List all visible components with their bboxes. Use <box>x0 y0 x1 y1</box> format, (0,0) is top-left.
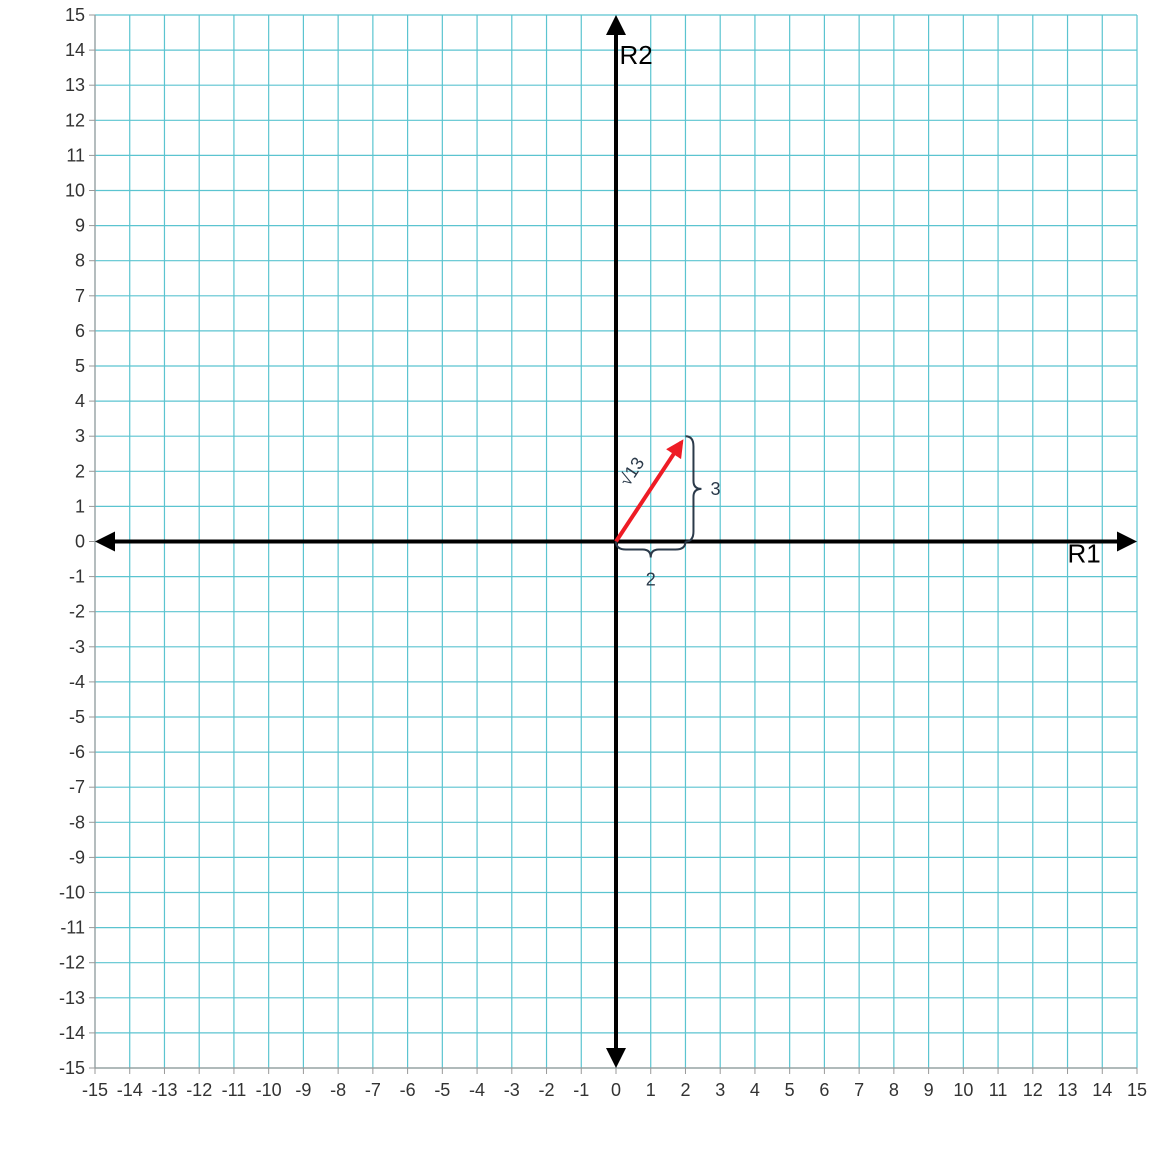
y-tick-label: -12 <box>59 953 85 973</box>
x-tick-label: 0 <box>611 1080 621 1100</box>
x-tick-label: 15 <box>1127 1080 1147 1100</box>
x-tick-label: -10 <box>256 1080 282 1100</box>
y-tick-label: 8 <box>75 251 85 271</box>
x-tick-label: -8 <box>330 1080 346 1100</box>
y-tick-label: -3 <box>69 637 85 657</box>
y-axis-label: R2 <box>619 40 652 70</box>
x-tick-label: 12 <box>1023 1080 1043 1100</box>
x-tick-label: 1 <box>646 1080 656 1100</box>
y-tick-label: -5 <box>69 707 85 727</box>
y-tick-label: -4 <box>69 672 85 692</box>
x-tick-label: 14 <box>1092 1080 1112 1100</box>
magnitude-label: √13 <box>615 454 648 490</box>
y-tick-label: -13 <box>59 988 85 1008</box>
y-tick-label: -1 <box>69 567 85 587</box>
x-tick-label: 13 <box>1058 1080 1078 1100</box>
y-tick-label: 4 <box>75 391 85 411</box>
x-tick-label: 10 <box>953 1080 973 1100</box>
y-tick-label: 12 <box>65 110 85 130</box>
y-tick-label: -10 <box>59 883 85 903</box>
y-tick-label: -15 <box>59 1058 85 1078</box>
x-tick-label: -3 <box>504 1080 520 1100</box>
y-tick-label: 7 <box>75 286 85 306</box>
y-tick-label: 6 <box>75 321 85 341</box>
y-tick-label: 3 <box>75 426 85 446</box>
x-tick-label: 3 <box>715 1080 725 1100</box>
y-tick-label: -14 <box>59 1023 85 1043</box>
vector-arrow <box>614 439 684 543</box>
y-tick-label: -7 <box>69 777 85 797</box>
x-tick-label: 2 <box>680 1080 690 1100</box>
y-tick-label: 2 <box>75 461 85 481</box>
x-tick-label: -7 <box>365 1080 381 1100</box>
y-tick-label: 1 <box>75 496 85 516</box>
y-tick-label: 0 <box>75 532 85 552</box>
y-tick-label: -8 <box>69 812 85 832</box>
x-tick-label: 8 <box>889 1080 899 1100</box>
y-tick-label: 13 <box>65 75 85 95</box>
x-tick-label: 4 <box>750 1080 760 1100</box>
y-tick-label: -11 <box>60 918 85 938</box>
x-axis-label: R1 <box>1068 539 1101 569</box>
y-tick-label: -6 <box>69 742 85 762</box>
vector-layer <box>614 435 702 558</box>
y-tick-label: -9 <box>69 847 85 867</box>
x-tick-label: -6 <box>400 1080 416 1100</box>
x-tick-label: -1 <box>573 1080 589 1100</box>
x-tick-label: 7 <box>854 1080 864 1100</box>
y-tick-label: -2 <box>69 602 85 622</box>
x-tick-label: 6 <box>819 1080 829 1100</box>
y-tick-label: 5 <box>75 356 85 376</box>
x-tick-label: 11 <box>989 1080 1008 1100</box>
y-tick-label: 14 <box>65 40 85 60</box>
y-tick-label: 10 <box>65 181 85 201</box>
x-tick-label: -2 <box>539 1080 555 1100</box>
tick-labels: -15-14-13-12-11-10-9-8-7-6-5-4-3-2-10123… <box>59 5 1147 1100</box>
x-tick-label: -12 <box>186 1080 212 1100</box>
x-tick-label: -15 <box>82 1080 108 1100</box>
vertical-brace <box>685 435 702 543</box>
x-tick-label: -14 <box>117 1080 143 1100</box>
y-tick-label: 11 <box>66 145 85 165</box>
horizontal-brace <box>615 541 687 558</box>
vertical-component-label: 3 <box>710 479 720 499</box>
x-tick-label: -5 <box>434 1080 450 1100</box>
x-tick-label: 9 <box>924 1080 934 1100</box>
x-tick-label: -4 <box>469 1080 485 1100</box>
x-tick-label: -13 <box>151 1080 177 1100</box>
horizontal-component-label: 2 <box>646 570 656 590</box>
y-tick-label: 9 <box>75 216 85 236</box>
x-tick-label: -11 <box>222 1080 247 1100</box>
y-tick-label: 15 <box>65 5 85 25</box>
x-tick-label: 5 <box>785 1080 795 1100</box>
x-tick-label: -9 <box>295 1080 311 1100</box>
